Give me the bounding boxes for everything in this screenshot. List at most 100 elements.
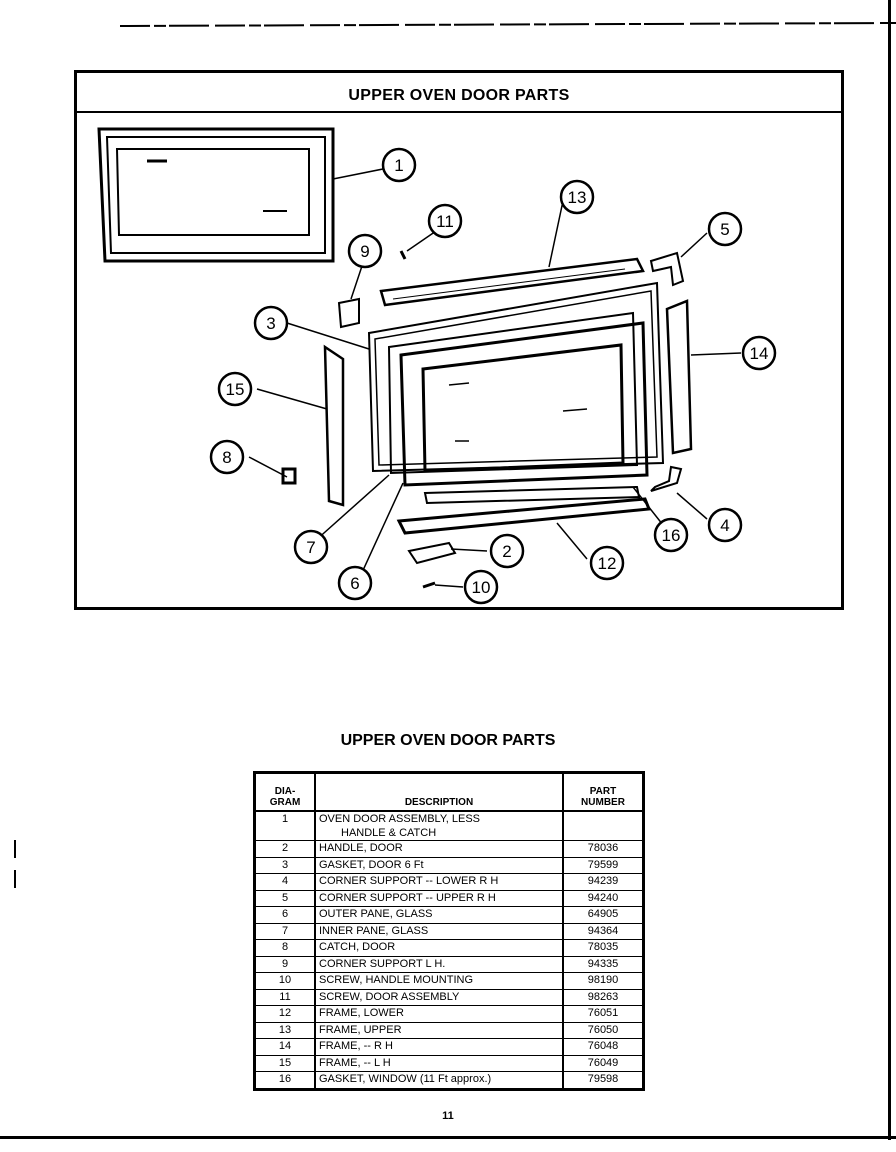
- callout-label: 15: [226, 380, 245, 399]
- callout-label: 8: [222, 448, 231, 467]
- row-part-number: 64905: [562, 906, 645, 924]
- oven-door-assembly-drawing: [97, 127, 335, 263]
- row-description: HANDLE, DOOR: [314, 840, 564, 858]
- row-description: SCREW, HANDLE MOUNTING: [314, 972, 564, 990]
- row-description: OUTER PANE, GLASS: [314, 906, 564, 924]
- callout-3: [253, 305, 289, 341]
- callout-9: [347, 233, 383, 269]
- callout-8: [209, 439, 245, 475]
- header-diagram-line1: DIA-: [274, 786, 296, 797]
- exploded-door-diagram: 1 13 11 9 5 3 14 15 8 7 4 16 2 12 6 10: [97, 127, 777, 605]
- callout-label: 10: [472, 578, 491, 597]
- row-part-number: 98263: [562, 989, 645, 1006]
- callout-label: 1: [394, 156, 403, 175]
- row-diagram-number: 9: [253, 956, 316, 973]
- row-diagram-number: 1: [253, 811, 316, 841]
- row-description: GASKET, DOOR 6 Ft: [314, 857, 564, 874]
- diagram-title: UPPER OVEN DOOR PARTS: [77, 73, 841, 113]
- row-diagram-number: 12: [253, 1005, 316, 1023]
- callout-10: [463, 569, 499, 605]
- callout-1: [381, 147, 417, 183]
- row-description: CORNER SUPPORT -- UPPER R H: [314, 890, 564, 907]
- row-diagram-number: 4: [253, 873, 316, 891]
- callout-13: [559, 179, 595, 215]
- row-description: CORNER SUPPORT L H.: [314, 956, 564, 973]
- header-part-number: PART NUMBER: [562, 772, 645, 812]
- callout-12: [589, 545, 625, 581]
- callout-7: [293, 529, 329, 565]
- row-description: FRAME, UPPER: [314, 1022, 564, 1039]
- row-diagram-number: 2: [253, 840, 316, 858]
- scan-edge-bottom: [0, 1136, 896, 1139]
- row-part-number: 94240: [562, 890, 645, 907]
- row-diagram-number: 13: [253, 1022, 316, 1039]
- callout-14: [741, 335, 777, 371]
- header-description: DESCRIPTION: [314, 772, 564, 812]
- callout-5: [707, 211, 743, 247]
- row-part-number: 94364: [562, 923, 645, 940]
- row-part-number: 94239: [562, 873, 645, 891]
- callout-label: 2: [502, 542, 511, 561]
- scan-edge-right: [888, 0, 891, 1140]
- row-part-number: 78035: [562, 939, 645, 957]
- row-diagram-number: 16: [253, 1071, 316, 1090]
- callout-label: 13: [568, 188, 587, 207]
- row-diagram-number: 15: [253, 1055, 316, 1072]
- row-diagram-number: 10: [253, 972, 316, 990]
- callout-4: [707, 507, 743, 543]
- callout-label: 7: [306, 538, 315, 557]
- callout-6: [337, 565, 373, 601]
- header-part-line1: PART: [589, 786, 617, 797]
- row-diagram-number: 5: [253, 890, 316, 907]
- page-number: 11: [442, 1110, 454, 1122]
- table-header-row: DIA- GRAM DESCRIPTION PART NUMBER: [253, 772, 645, 812]
- row-part-number: 79598: [562, 1071, 645, 1090]
- row-diagram-number: 3: [253, 857, 316, 874]
- row-diagram-number: 7: [253, 923, 316, 940]
- diagram-panel: UPPER OVEN DOOR PARTS: [74, 70, 844, 610]
- scan-mark: [14, 870, 16, 888]
- row-diagram-number: 8: [253, 939, 316, 957]
- row-diagram-number: 14: [253, 1038, 316, 1056]
- callout-15: [217, 371, 253, 407]
- callout-label: 9: [360, 242, 369, 261]
- row-description: OVEN DOOR ASSEMBLY, LESS HANDLE & CATCH: [314, 811, 564, 841]
- callout-label: 12: [598, 554, 617, 573]
- callout-label: 14: [750, 344, 769, 363]
- row-part-number: 98190: [562, 972, 645, 990]
- scan-edge-top: [119, 22, 896, 27]
- row-part-number: 76050: [562, 1022, 645, 1039]
- row-description: CATCH, DOOR: [314, 939, 564, 957]
- row-description: FRAME, LOWER: [314, 1005, 564, 1023]
- callout-label: 11: [436, 212, 454, 231]
- table-row: 1 OVEN DOOR ASSEMBLY, LESS HANDLE & CATC…: [253, 811, 645, 841]
- callout-label: 5: [720, 220, 729, 239]
- row-description-line2: HANDLE & CATCH: [341, 827, 437, 839]
- row-description: SCREW, DOOR ASSEMBLY: [314, 989, 564, 1006]
- row-description: INNER PANE, GLASS: [314, 923, 564, 940]
- table-title: UPPER OVEN DOOR PARTS: [340, 732, 556, 749]
- callout-2: [489, 533, 525, 569]
- row-description: FRAME, -- R H: [314, 1038, 564, 1056]
- row-part-number: 94335: [562, 956, 645, 973]
- row-description: CORNER SUPPORT -- LOWER R H: [314, 873, 564, 891]
- parts-table: DIA- GRAM DESCRIPTION PART NUMBER 1 OVEN…: [253, 771, 645, 1091]
- callout-label: 4: [720, 516, 729, 535]
- row-description: FRAME, -- L H: [314, 1055, 564, 1072]
- row-part-number: [562, 811, 645, 841]
- callout-label: 6: [350, 574, 359, 593]
- row-part-number: 76051: [562, 1005, 645, 1023]
- row-description: GASKET, WINDOW (11 Ft approx.): [314, 1071, 564, 1090]
